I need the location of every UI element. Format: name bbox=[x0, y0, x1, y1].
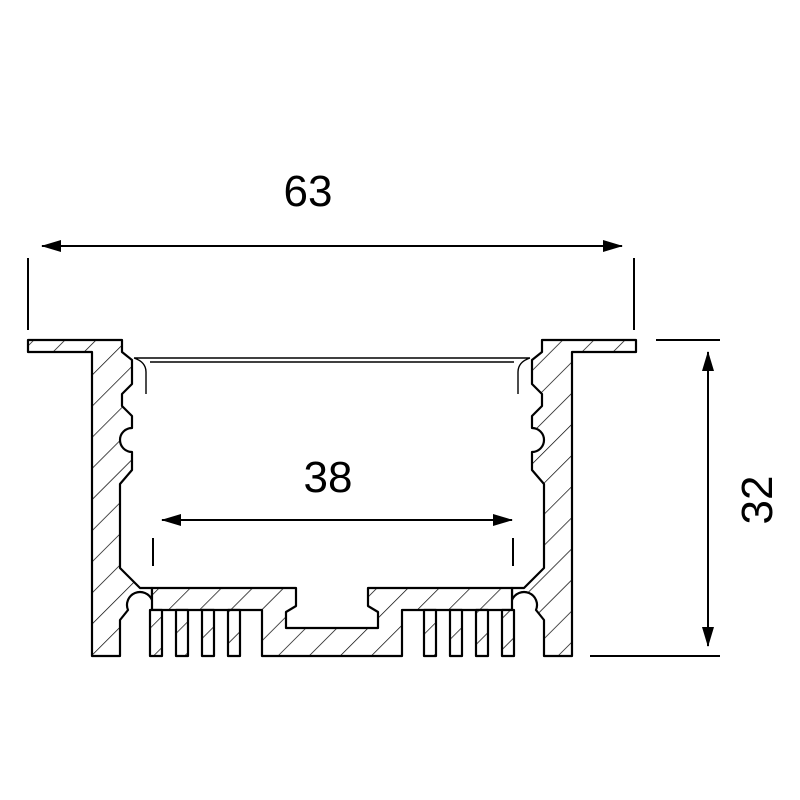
bottom-plate bbox=[150, 586, 514, 658]
dimension-label-overall-width: 63 bbox=[284, 167, 333, 216]
dimension-overall-width: 63 bbox=[27, 167, 635, 330]
aluminium-profile-section bbox=[26, 338, 638, 658]
fins-right bbox=[422, 608, 516, 658]
left-wall bbox=[26, 338, 154, 658]
dimension-label-height: 32 bbox=[733, 476, 782, 525]
dimension-label-inner-width: 38 bbox=[304, 453, 353, 502]
diffuser-cover bbox=[133, 357, 531, 394]
dimension-height: 32 bbox=[590, 339, 782, 657]
right-wall bbox=[510, 338, 638, 658]
dimension-inner-width: 38 bbox=[152, 453, 514, 566]
fins-left bbox=[148, 608, 242, 658]
